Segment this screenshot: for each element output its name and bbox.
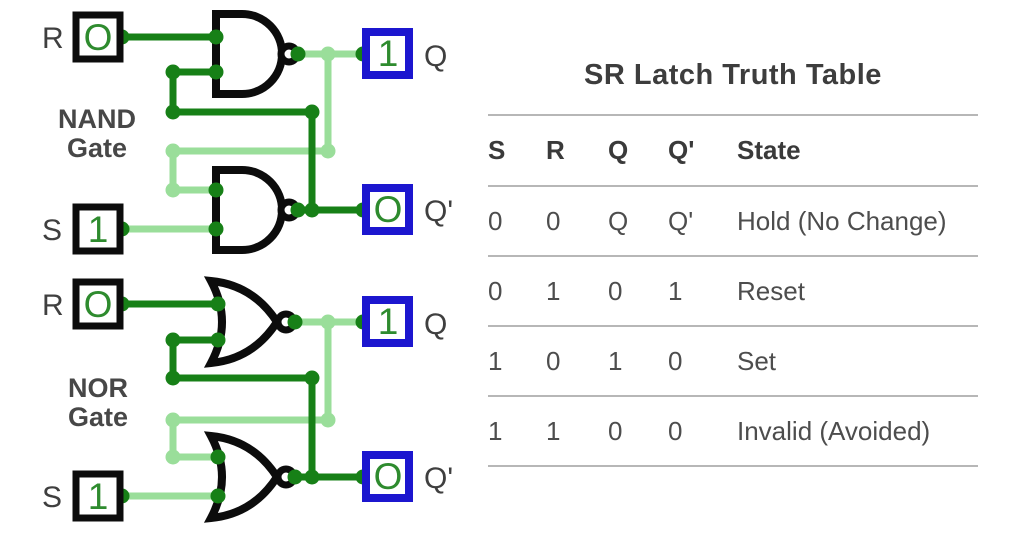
cell-state: Set [737, 345, 777, 376]
nand-r-label: R [42, 22, 64, 55]
nor-r-input-box [72, 278, 124, 330]
cell-q: 0 [608, 415, 623, 446]
nand-qbar-value: O [374, 189, 403, 230]
cell-r: 0 [546, 345, 561, 376]
cell-q: 1 [608, 345, 623, 376]
nand-s-label: S [42, 214, 62, 247]
truth-table-title: SR Latch Truth Table [584, 59, 882, 91]
nand-r-value: O [84, 17, 113, 58]
nand-q-label: Q [424, 40, 447, 73]
nor-q-output-box [362, 296, 413, 347]
header-q: Q [608, 135, 629, 165]
cell-state: Hold (No Change) [737, 205, 947, 236]
cell-qbar: 0 [668, 415, 683, 446]
nor-r-label: R [42, 289, 64, 322]
nor-s-label: S [42, 481, 62, 514]
nand-gate-icons [212, 10, 301, 254]
nand-logic1-junction-dots [165, 46, 336, 198]
cell-r: 0 [546, 205, 561, 236]
truth-table-panel: SR Latch Truth Table S R Q Q' State 0 0 … [488, 0, 978, 467]
nor-gate-icons [203, 276, 298, 523]
cell-r: 1 [546, 415, 561, 446]
nand-r-input-box [72, 11, 124, 63]
cell-qbar: Q' [668, 205, 694, 236]
cell-state: Reset [737, 275, 805, 306]
nand-s-input-box [72, 203, 124, 255]
cell-s: 0 [488, 275, 503, 306]
cell-r: 1 [546, 275, 561, 306]
nor-gate-top-icon [203, 276, 282, 368]
cell-q: 0 [608, 275, 623, 306]
cell-s: 0 [488, 205, 503, 236]
nor-latch-section: O 1 1 O R S Q Q' NOR Gate [42, 276, 453, 523]
truth-table-header-row: S R Q Q' State [488, 114, 978, 187]
nor-q-label: Q [424, 308, 447, 341]
nor-s-input-box [72, 470, 124, 522]
table-row: 1 1 0 0 Invalid (Avoided) [488, 397, 978, 467]
cell-q: Q [608, 205, 629, 236]
table-row: 0 0 Q Q' Hold (No Change) [488, 187, 978, 257]
header-s: S [488, 135, 506, 165]
nand-gate-top-icon [212, 10, 286, 98]
nor-gate-bottom-icon [203, 431, 282, 523]
nor-qbar-label: Q' [424, 462, 453, 495]
nand-s-value: 1 [88, 209, 109, 250]
sr-latch-circuit-diagram: O 1 1 O R S Q Q' NAND Gate [0, 0, 460, 533]
nand-gate-name-line2: Gate [67, 133, 127, 163]
cell-s: 1 [488, 415, 503, 446]
nor-qbar-output-box [362, 451, 413, 502]
nand-gate-name-line1: NAND [58, 104, 136, 134]
nor-logic1-junction-dots [165, 314, 336, 465]
nor-gate-name-line1: NOR [68, 373, 128, 403]
header-state: State [737, 135, 801, 165]
cell-s: 1 [488, 345, 503, 376]
nor-r-value: O [84, 284, 113, 325]
nor-s-value: 1 [88, 476, 109, 517]
nand-qbar-label: Q' [424, 195, 453, 228]
cell-qbar: 1 [668, 275, 683, 306]
nand-q-output-box [362, 28, 413, 79]
nand-latch-section: O 1 1 O R S Q Q' NAND Gate [42, 10, 453, 255]
cell-qbar: 0 [668, 345, 683, 376]
header-qbar: Q' [668, 135, 695, 165]
header-r: R [546, 135, 565, 165]
cell-state: Invalid (Avoided) [737, 415, 931, 446]
nor-gate-name-line2: Gate [68, 402, 128, 432]
nor-qbar-value: O [374, 456, 403, 497]
table-row: 0 1 0 1 Reset [488, 257, 978, 327]
nand-q-value: 1 [378, 33, 399, 74]
nand-gate-bottom-icon [212, 166, 286, 254]
table-row: 1 0 1 0 Set [488, 327, 978, 397]
nor-q-value: 1 [378, 301, 399, 342]
nand-qbar-output-box [362, 184, 413, 235]
truth-table: S R Q Q' State 0 0 Q Q' Hold (No Change)… [488, 114, 978, 467]
